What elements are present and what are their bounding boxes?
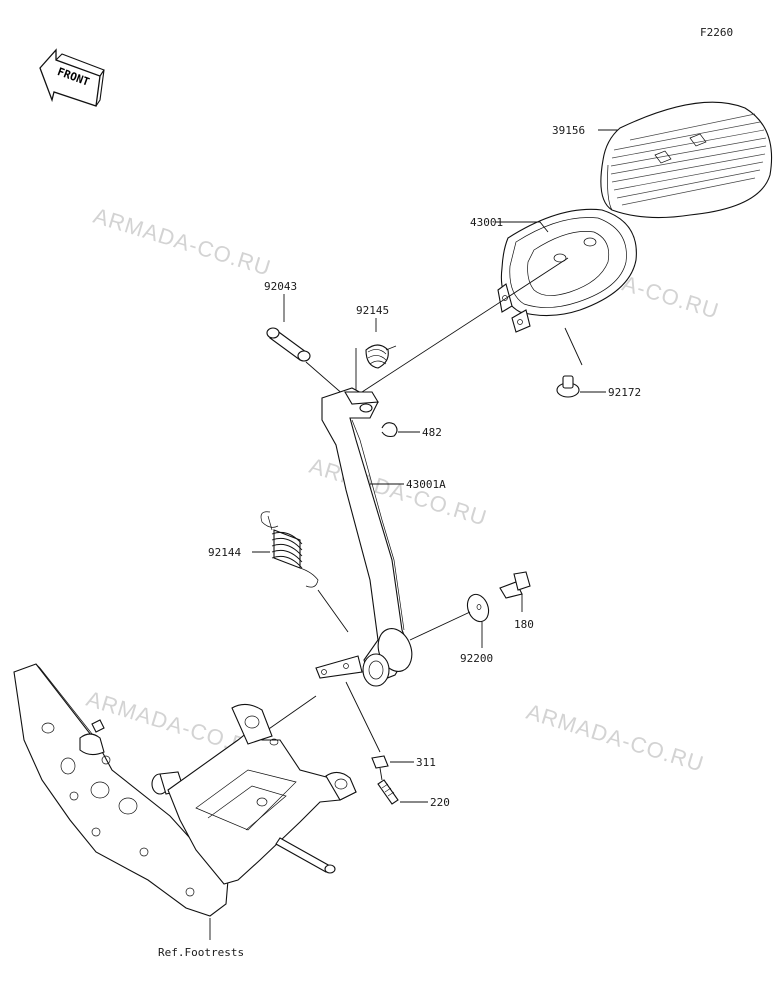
bolt-220 [377,779,399,805]
bolt-180 [499,571,531,599]
label-482: 482 [422,426,442,439]
pedal-pad-rubber [600,101,773,219]
bolt-92172 [556,375,580,398]
watermark-group: ARMADA-CO.RU ARMADA-CO.RU ARMADA-CO.RU A… [84,203,723,777]
label-92145: 92145 [356,304,389,317]
watermark-1: ARMADA-CO.RU [91,203,275,281]
footrest-bracket [13,663,357,917]
figure-code: F2260 [700,26,733,39]
pin-92043 [266,327,311,362]
washer-92200 [466,593,490,623]
spring-92145 [365,344,397,369]
label-43001: 43001 [470,216,503,229]
label-220: 220 [430,796,450,809]
label-39156: 39156 [552,124,585,137]
label-92200: 92200 [460,652,493,665]
nut-311 [371,755,389,769]
front-arrow-icon: FRONT [39,48,105,107]
label-ref-footrests: Ref.Footrests [158,946,244,959]
label-180: 180 [514,618,534,631]
watermark-5: ARMADA-CO.RU [524,699,708,777]
label-92144: 92144 [208,546,241,559]
label-43001A: 43001A [406,478,446,491]
pedal-plate [497,208,637,333]
label-92043: 92043 [264,280,297,293]
clip-482 [381,422,398,438]
watermark-3: ARMADA-CO.RU [307,453,491,531]
label-92172: 92172 [608,386,641,399]
spring-92144 [260,511,319,588]
label-311: 311 [416,756,436,769]
brake-lever [315,387,413,687]
